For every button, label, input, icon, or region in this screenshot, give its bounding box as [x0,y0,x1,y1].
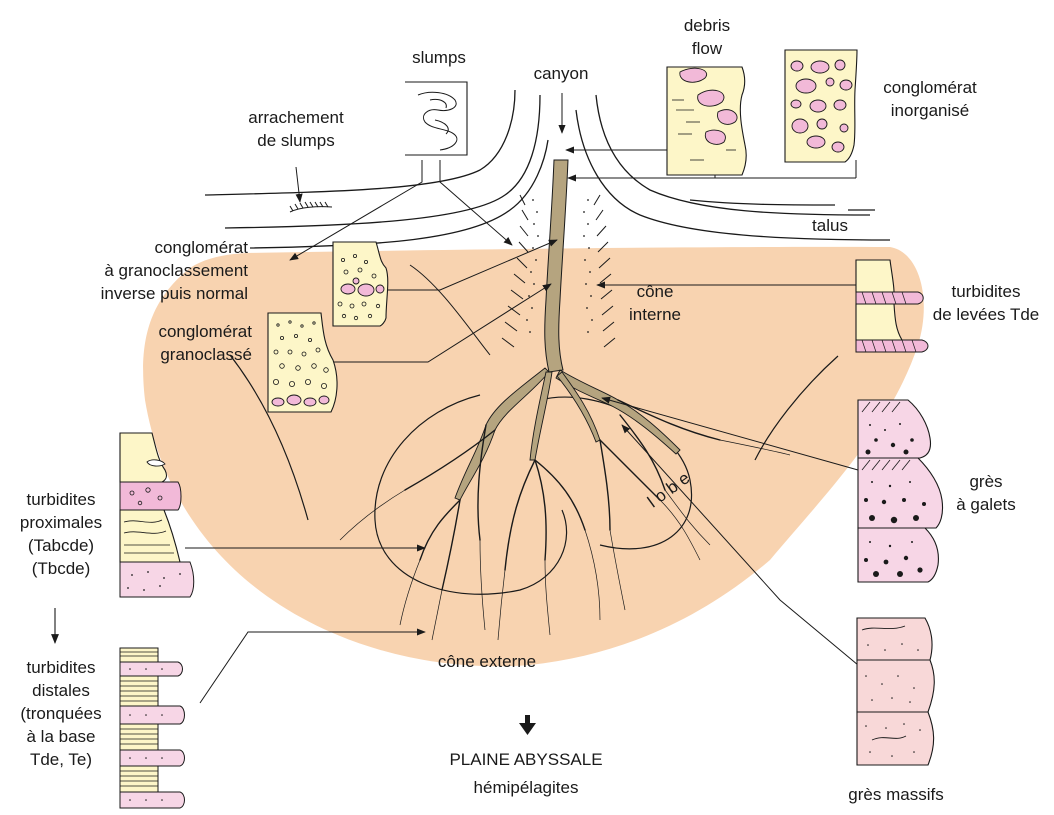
debris-flow-column [667,67,746,175]
label-gres-massifs: grès massifs [836,783,956,806]
slumps-column [405,82,467,155]
label-cone-externe: cône externe [422,650,552,673]
conglomerat-inorganise-column [785,50,857,162]
arrachement-arrow [296,167,300,202]
label-talus: talus [800,214,860,237]
turbidites-distales-column [120,648,185,808]
gres-massifs-column [857,618,934,765]
gres-galets-column [858,400,943,582]
label-canyon: canyon [516,62,606,85]
label-slumps: slumps [406,46,472,69]
label-hemipelagites: hémipélagites [456,776,596,799]
label-plaine-abyssale: PLAINE ABYSSALE [446,748,606,771]
arrow-down-icon [519,715,536,735]
conglomerat-inverse-column [333,242,388,326]
arrachement-scarp [290,202,332,212]
